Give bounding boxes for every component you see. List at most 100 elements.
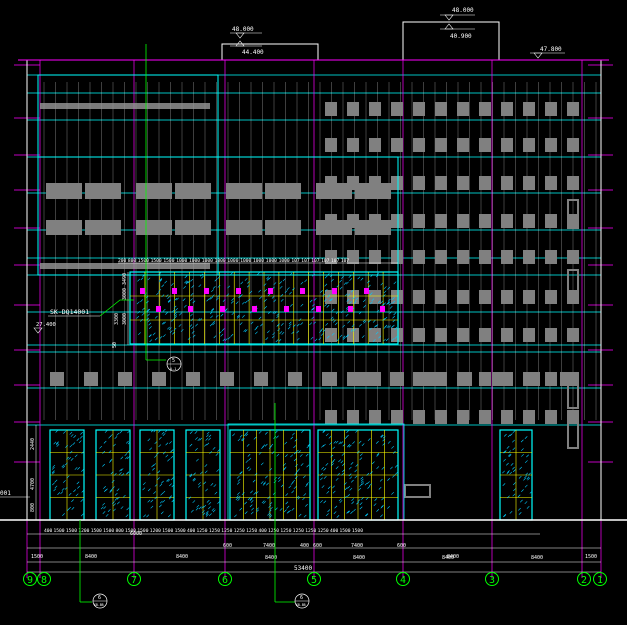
glass-hatch <box>201 510 205 514</box>
facade-panel <box>288 372 302 386</box>
facade-panel <box>136 220 172 235</box>
glass-hatch <box>199 318 203 322</box>
glass-hatch <box>387 286 391 290</box>
glass-hatch <box>311 307 315 311</box>
level-text: 40.900 <box>450 33 472 40</box>
facade-panel <box>347 102 359 116</box>
glass-hatch <box>208 501 212 505</box>
glass-hatch <box>509 510 513 514</box>
glass-hatch <box>354 475 358 479</box>
glass-hatch <box>303 514 307 518</box>
glass-hatch <box>150 499 154 503</box>
facade-panel <box>413 290 425 304</box>
glass-hatch <box>237 498 241 502</box>
glass-hatch <box>279 285 283 289</box>
glass-hatch <box>216 469 220 472</box>
glass-hatch <box>345 313 349 317</box>
glass-hatch <box>182 298 186 302</box>
glass-hatch <box>379 478 383 482</box>
panel-marker <box>252 306 257 312</box>
upper-dim-label: 107 <box>321 258 330 264</box>
glass-hatch <box>137 310 141 314</box>
glass-hatch <box>141 307 145 311</box>
glass-hatch <box>185 281 189 285</box>
glass-hatch <box>525 472 529 476</box>
glass-hatch <box>331 460 334 464</box>
glass-hatch <box>108 450 112 454</box>
glass-hatch <box>383 286 387 290</box>
glass-hatch <box>171 484 175 488</box>
facade-panel <box>545 290 557 304</box>
glass-hatch <box>339 500 343 503</box>
glass-hatch <box>262 444 266 448</box>
glass-hatch <box>239 322 243 326</box>
glass-hatch <box>70 458 74 461</box>
lower-dim-label: 1500 <box>352 528 363 534</box>
lower-dim-label: 1500 <box>103 528 114 534</box>
glass-hatch <box>347 494 350 497</box>
glass-hatch <box>189 298 193 302</box>
glass-hatch <box>118 472 122 475</box>
glass-hatch <box>124 453 128 456</box>
glass-hatch <box>376 452 380 456</box>
glass-hatch <box>338 498 342 502</box>
glass-hatch <box>276 313 280 316</box>
facade-panel <box>435 290 447 304</box>
glass-hatch <box>338 459 341 463</box>
glass-hatch <box>224 338 228 342</box>
glass-hatch <box>324 303 328 307</box>
glass-hatch <box>107 509 111 512</box>
glass-hatch <box>343 282 347 285</box>
panel-marker <box>156 306 161 312</box>
upper-dim-label: 1000 <box>253 258 264 264</box>
glass-hatch <box>299 454 303 457</box>
facade-panel <box>523 290 535 304</box>
glass-hatch <box>190 278 194 282</box>
glass-hatch <box>126 507 130 511</box>
glass-hatch <box>169 483 172 487</box>
glass-hatch <box>293 458 297 462</box>
glass-hatch <box>167 479 171 483</box>
glass-hatch <box>120 468 124 472</box>
facade-panel <box>84 372 98 386</box>
facade-panel <box>479 328 491 342</box>
glass-hatch <box>165 454 169 458</box>
glass-hatch <box>330 316 334 320</box>
glass-hatch <box>376 453 380 457</box>
glass-hatch <box>162 334 166 338</box>
glass-hatch <box>323 467 327 471</box>
glass-hatch <box>513 488 516 492</box>
glass-hatch <box>211 508 215 511</box>
glass-hatch <box>284 454 288 458</box>
glass-hatch <box>215 453 219 456</box>
glass-hatch <box>263 481 267 485</box>
facade-panel <box>435 214 447 228</box>
facade-panel <box>325 250 337 264</box>
glass-hatch <box>336 284 340 288</box>
glass-hatch <box>519 499 523 503</box>
glass-hatch <box>159 500 163 504</box>
glass-hatch <box>389 305 393 309</box>
glass-hatch <box>244 278 248 281</box>
glass-hatch <box>55 429 59 433</box>
upper-dim-label: 1000 <box>176 258 187 264</box>
glass-hatch <box>341 469 345 473</box>
glass-hatch <box>280 484 284 488</box>
glass-hatch <box>332 459 336 462</box>
facade-panel <box>457 102 469 116</box>
glass-hatch <box>71 499 74 503</box>
glass-hatch <box>353 301 357 304</box>
glass-hatch <box>102 463 105 467</box>
glass-hatch <box>272 310 276 314</box>
glass-hatch <box>287 326 291 330</box>
glass-hatch <box>520 448 524 452</box>
glass-hatch <box>285 501 289 505</box>
axis-label: 2 <box>581 575 587 586</box>
glass-hatch <box>192 500 196 504</box>
glass-hatch <box>148 334 152 338</box>
glass-hatch <box>328 435 332 439</box>
glass-hatch <box>266 277 270 281</box>
glass-hatch <box>327 486 331 490</box>
